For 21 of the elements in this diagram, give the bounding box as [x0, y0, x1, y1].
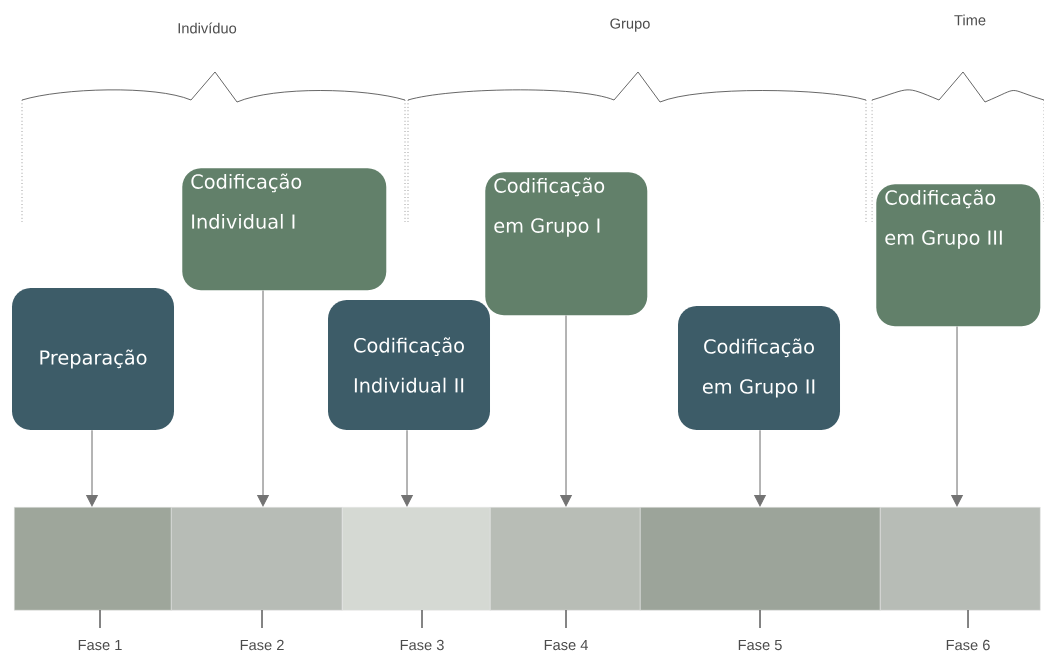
group-label: Time [954, 14, 986, 26]
phase-bar-segment [342, 507, 491, 611]
phase-box: Codificação Individual I [182, 168, 387, 291]
phase-bar-segment [171, 507, 343, 611]
group-label: Grupo [610, 18, 650, 32]
phase-box: Codificação Individual II [328, 300, 490, 430]
phase-label: Fase 4 [544, 639, 588, 651]
phase-label: Fase 6 [946, 639, 990, 651]
phase-box: Preparação [12, 288, 174, 430]
phase-bar-segment [490, 507, 641, 611]
phase-bar-segment [640, 507, 881, 611]
phase-label: Fase 1 [78, 639, 122, 651]
phase-label: Fase 2 [240, 639, 284, 651]
phase-box: Codificação em Grupo II [678, 306, 840, 430]
phase-bar-segment [880, 507, 1041, 611]
group-label: Indivíduo [178, 22, 237, 34]
phase-box: Codificação em Grupo III [876, 184, 1041, 327]
phase-box: Codificação em Grupo I [485, 172, 648, 316]
phase-label: Fase 3 [400, 639, 444, 651]
phase-label: Fase 5 [738, 639, 782, 651]
phase-bar-segment [14, 507, 172, 611]
